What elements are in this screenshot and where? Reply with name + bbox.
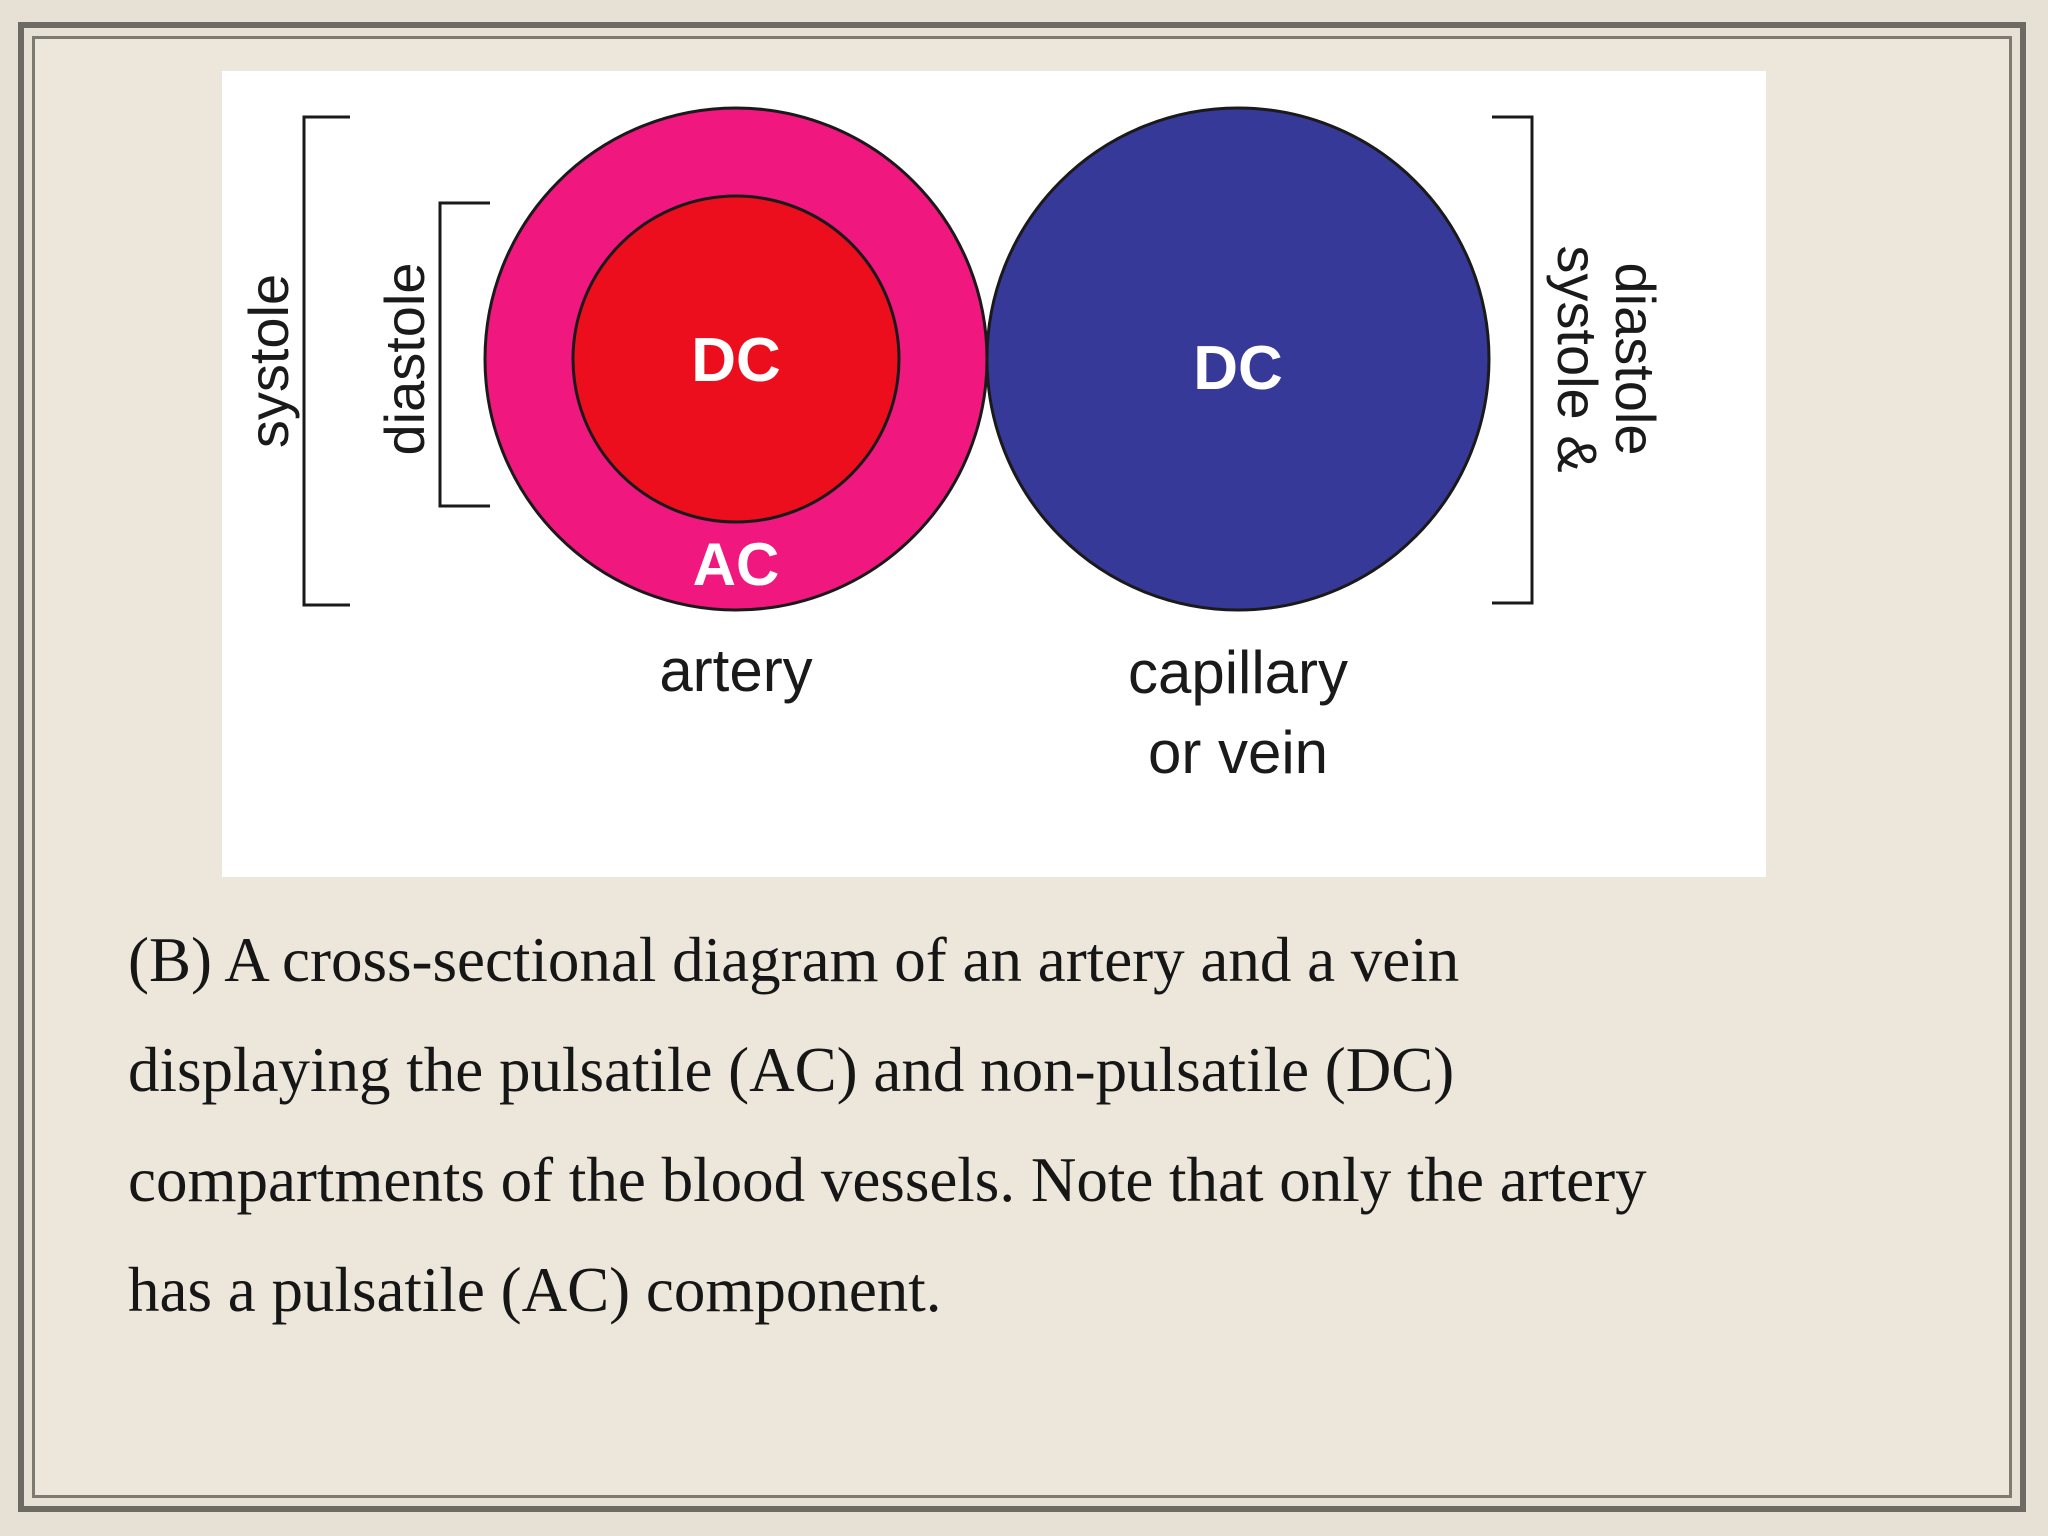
artery-inner-circle <box>571 194 901 524</box>
caption-line-2: displaying the pulsatile (AC) and non-pu… <box>128 1035 1455 1105</box>
systole-label: systole <box>237 274 300 448</box>
diastole-label: diastole <box>373 262 436 455</box>
artery-label: artery <box>659 637 812 704</box>
artery-ac-label: AC <box>693 531 780 598</box>
vein-label-line2: or vein <box>1148 719 1328 786</box>
vein-label-line1: capillary <box>1128 639 1348 706</box>
systole-bracket <box>302 115 350 607</box>
diagram-figure: systole diastole DC AC artery DC capilla… <box>222 71 1766 877</box>
slide-outer-border <box>18 22 2026 1512</box>
vein-dc-label: DC <box>1193 334 1283 403</box>
caption-line-1: (B) A cross-sectional diagram of an arte… <box>128 925 1460 995</box>
caption-line-4: has a pulsatile (AC) component. <box>128 1255 942 1325</box>
systole-diastole-label-line2: diastole <box>1604 262 1667 455</box>
systole-diastole-label-line1: systole & <box>1546 245 1609 472</box>
artery-dc-label: DC <box>691 326 781 395</box>
diagram-svg: systole diastole DC AC artery DC capilla… <box>237 106 1667 786</box>
caption-line-3: compartments of the blood vessels. Note … <box>128 1145 1647 1215</box>
figure-caption: (B) A cross-sectional diagram of an arte… <box>128 905 1928 1345</box>
diastole-bracket <box>438 201 490 508</box>
vein-circle <box>985 106 1491 612</box>
systole-diastole-bracket <box>1492 115 1534 605</box>
